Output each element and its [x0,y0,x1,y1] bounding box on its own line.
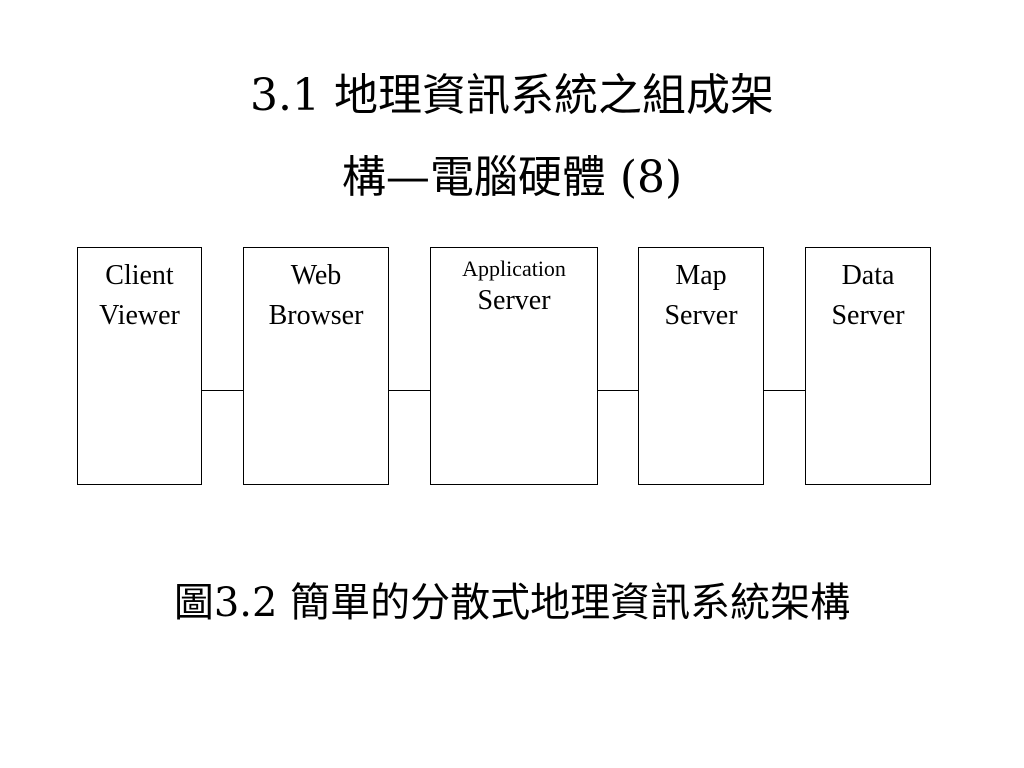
node-label-line: Web [290,260,342,291]
connector-application-map [598,390,638,391]
node-label-line: Server [664,300,738,331]
connector-client-web [202,390,243,391]
node-label-line: Server [477,285,551,316]
slide-title-line-1: 3.1 地理資訊系統之組成架 [250,70,774,121]
node-map-server: Map Server [638,247,764,485]
figure-caption: 圖3.2 簡單的分散式地理資訊系統架構 [173,580,851,626]
node-client-viewer: Client Viewer [77,247,202,485]
node-application-server: Application Server [430,247,598,485]
node-label-line: Application [462,256,566,281]
node-label-line: Server [831,300,905,331]
node-label-line: Data [841,260,895,291]
node-web-browser: Web Browser [243,247,389,485]
node-label-line: Browser [268,300,364,331]
node-label-line: Map [675,260,727,291]
slide-title-line-2: 構—電腦硬體 (8) [341,152,683,203]
node-label-line: Viewer [99,300,180,331]
connector-web-application [389,390,430,391]
connector-map-data [764,390,805,391]
node-label-line: Client [105,260,174,291]
node-data-server: Data Server [805,247,931,485]
